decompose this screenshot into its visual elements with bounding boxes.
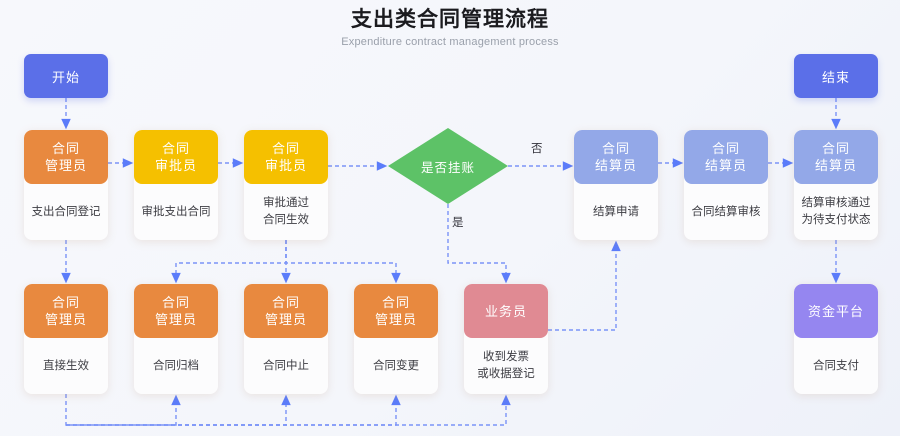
node-role-line-1: 合同 (381, 295, 410, 310)
node-description-line: 审批通过 (263, 197, 309, 209)
process-node-n7[interactable]: 合同管理员直接生效 (24, 284, 108, 394)
node-role-line-1: 合同 (161, 141, 190, 156)
node-role-line-2: 审批员 (264, 158, 307, 173)
node-role-line-2: 管理员 (44, 158, 87, 173)
node-description-line: 审批支出合同 (141, 205, 211, 218)
node-role-header: 业务员 (464, 284, 548, 338)
node-description-line: 支出合同登记 (31, 205, 101, 218)
node-description-line: 合同支付 (813, 359, 859, 372)
node-role-line-1: 合同 (271, 295, 300, 310)
process-node-n10[interactable]: 合同管理员合同变更 (354, 284, 438, 394)
node-role-line-1: 业务员 (484, 303, 527, 319)
node-role-header: 合同结算员 (574, 130, 658, 184)
node-role-line-1: 合同 (601, 141, 630, 156)
node-description-line: 结算审核通过 (801, 197, 871, 209)
edge-label-yes: 是 (452, 217, 464, 229)
terminal-start[interactable]: 开始 (24, 54, 108, 98)
edge-n11-to-n4 (548, 240, 621, 331)
edge-bus-to-n10 (66, 394, 401, 426)
edge-decision-yes-to-n11 (447, 204, 511, 284)
node-description-line: 合同生效 (263, 214, 309, 226)
node-role-line-1: 合同 (711, 141, 740, 156)
node-role-line-1: 合同 (821, 141, 850, 156)
node-description-line: 直接生效 (43, 359, 89, 372)
node-role-line-2: 结算员 (814, 158, 857, 173)
node-role-header: 合同审批员 (134, 130, 218, 184)
node-role-header: 合同管理员 (354, 284, 438, 338)
edge-n3-to-n10 (285, 240, 401, 284)
node-description-line: 合同结算审核 (691, 205, 761, 218)
node-description-line: 为待支付状态 (801, 214, 871, 226)
node-role-line-1: 资金平台 (807, 303, 864, 319)
node-role-header: 合同审批员 (244, 130, 328, 184)
node-role-header: 合同管理员 (134, 284, 218, 338)
node-role-line-2: 管理员 (264, 312, 307, 327)
process-node-n5[interactable]: 合同结算员合同结算审核 (684, 130, 768, 240)
page-subtitle: Expenditure contract management process (341, 36, 559, 48)
process-node-n12[interactable]: 资金平台合同支付 (794, 284, 878, 394)
node-description: 合同变更 (354, 338, 438, 394)
node-role-line-2: 管理员 (154, 312, 197, 327)
node-role-line-1: 合同 (51, 295, 80, 310)
decision-node-d1[interactable]: 是否挂账 (388, 128, 508, 204)
node-role-header: 资金平台 (794, 284, 878, 338)
process-node-n3[interactable]: 合同审批员审批通过合同生效 (244, 130, 328, 240)
node-description: 审批支出合同 (134, 184, 218, 240)
node-role-header: 合同管理员 (24, 284, 108, 338)
node-description: 直接生效 (24, 338, 108, 394)
node-role-line-2: 结算员 (594, 158, 637, 173)
node-role-line-2: 管理员 (374, 312, 417, 327)
edge-n3-to-n8 (171, 240, 287, 284)
node-role-header: 合同管理员 (244, 284, 328, 338)
node-description: 合同归档 (134, 338, 218, 394)
node-description: 合同中止 (244, 338, 328, 394)
node-description-line: 结算申请 (593, 205, 639, 218)
process-node-n2[interactable]: 合同审批员审批支出合同 (134, 130, 218, 240)
chart-header: 支出类合同管理流程 Expenditure contract managemen… (0, 6, 900, 50)
process-node-n1[interactable]: 合同管理员支出合同登记 (24, 130, 108, 240)
decision-label: 是否挂账 (420, 160, 475, 175)
node-role-line-2: 管理员 (44, 312, 87, 327)
process-node-n8[interactable]: 合同管理员合同归档 (134, 284, 218, 394)
terminal-end[interactable]: 结束 (794, 54, 878, 98)
node-description: 结算审核通过为待支付状态 (794, 184, 878, 240)
node-role-line-1: 合同 (51, 141, 80, 156)
node-description-line: 合同中止 (263, 359, 309, 372)
process-node-n6[interactable]: 合同结算员结算审核通过为待支付状态 (794, 130, 878, 240)
node-role-header: 合同结算员 (684, 130, 768, 184)
edge-label-no: 否 (531, 143, 543, 155)
node-description-line: 收到发票 (483, 351, 529, 363)
edge-bus-to-n8 (65, 394, 181, 426)
node-description: 结算申请 (574, 184, 658, 240)
node-role-line-2: 审批员 (154, 158, 197, 173)
terminal-label: 开始 (51, 69, 80, 85)
node-role-header: 合同管理员 (24, 130, 108, 184)
node-role-line-2: 结算员 (704, 158, 747, 173)
node-description-line: 合同变更 (373, 359, 419, 372)
node-role-line-1: 合同 (161, 295, 190, 310)
node-description: 收到发票或收据登记 (464, 338, 548, 394)
node-description: 审批通过合同生效 (244, 184, 328, 240)
terminal-label: 结束 (821, 69, 850, 85)
process-node-n4[interactable]: 合同结算员结算申请 (574, 130, 658, 240)
node-description: 支出合同登记 (24, 184, 108, 240)
node-role-header: 合同结算员 (794, 130, 878, 184)
node-description-line: 合同归档 (153, 359, 199, 372)
node-description: 合同支付 (794, 338, 878, 394)
page-title: 支出类合同管理流程 (351, 8, 549, 31)
node-description: 合同结算审核 (684, 184, 768, 240)
process-node-n9[interactable]: 合同管理员合同中止 (244, 284, 328, 394)
node-role-line-1: 合同 (271, 141, 300, 156)
process-node-n11[interactable]: 业务员收到发票或收据登记 (464, 284, 548, 394)
edge-bus-to-n11 (66, 394, 511, 426)
node-description-line: 或收据登记 (477, 368, 535, 380)
